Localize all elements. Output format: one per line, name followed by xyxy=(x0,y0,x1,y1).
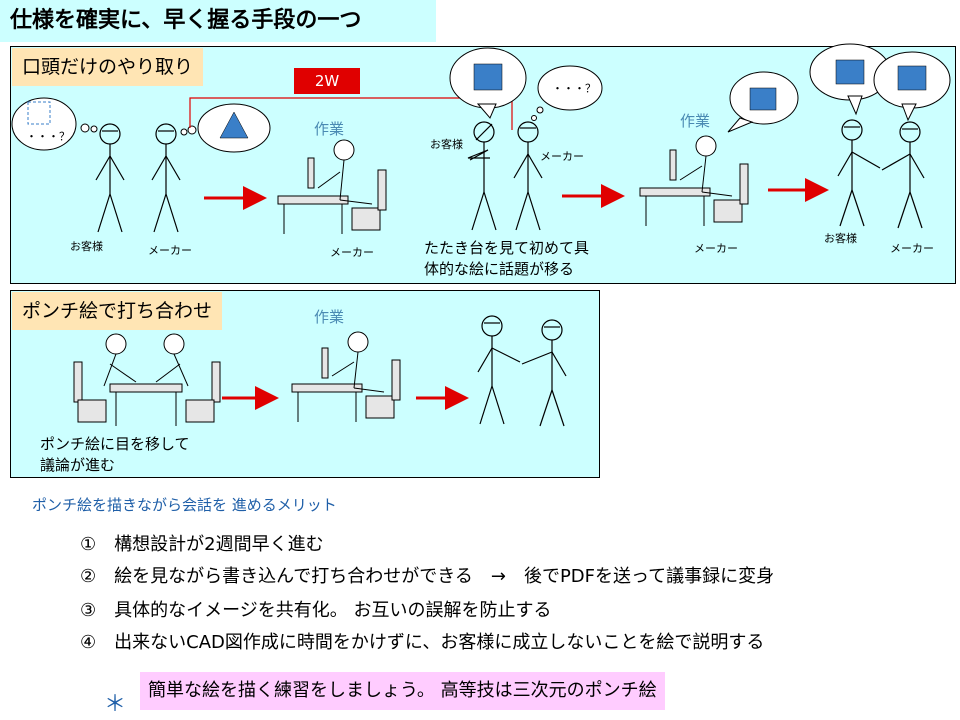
maker-label-4: メーカー xyxy=(694,242,738,255)
panel2-caption-line2: 議論が進む xyxy=(40,456,116,474)
speech-bubbles-agreement xyxy=(809,43,951,122)
work-label-2: 作業 xyxy=(680,112,711,130)
note-star: ＊ xyxy=(104,692,127,717)
duration-bracket xyxy=(189,97,513,130)
customer-label-1: お客様 xyxy=(70,240,103,253)
maker-figure-1 xyxy=(151,123,181,233)
dashed-square-icon xyxy=(27,101,51,125)
blue-square-icon-1 xyxy=(473,63,503,91)
speech-dots-1: ・・・？ xyxy=(26,130,70,143)
panel1-header: 口頭だけのやり取り xyxy=(12,48,204,86)
customer-label-2: お客様 xyxy=(430,138,463,151)
panel2-header: ポンチ絵で打ち合わせ xyxy=(12,292,223,330)
merit-item-3: ③ 具体的なイメージを共有化。 お互いの誤解を防止する xyxy=(80,600,552,621)
customer-figure-2 xyxy=(467,121,497,231)
practice-note: 簡単な絵を描く練習をしましょう。 高等技は三次元のポンチ絵 xyxy=(140,672,665,710)
speech-dots-2: ・・・？ xyxy=(552,82,596,95)
maker-label-3: メーカー xyxy=(540,150,584,163)
blue-square-icon-2 xyxy=(749,87,777,111)
duration-tag: 2W xyxy=(294,68,360,94)
triangle-icon xyxy=(219,111,249,139)
maker-label-2: メーカー xyxy=(330,246,374,259)
merit-item-1: ① 構想設計が2週間早く進む xyxy=(80,534,324,555)
page-title: 仕様を確実に、早く握る手段の一つ xyxy=(0,0,436,42)
handshake-figures-2 xyxy=(477,315,567,427)
maker-figure-2 xyxy=(513,121,543,231)
desk-work-scene-2 xyxy=(639,135,749,226)
maker-label-1: メーカー xyxy=(148,244,192,257)
panel1-caption-line1: たたき台を見て初めて具 xyxy=(424,239,590,257)
panel1-caption-line2: 体的な絵に話題が移る xyxy=(424,260,575,278)
blue-square-icon-3 xyxy=(835,59,865,85)
thought-cloud-maker-2 xyxy=(531,65,603,121)
merit-item-2: ② 絵を見ながら書き込んで打ち合わせができる → 後でPDFを送って議事録に変身 xyxy=(80,566,775,587)
desk-work-scene-3 xyxy=(291,331,401,422)
meeting-table-scene xyxy=(73,333,221,426)
work-label-1: 作業 xyxy=(314,120,345,138)
blue-square-icon-4 xyxy=(897,65,927,91)
merits-title: ポンチ絵を描きながら会話を 進めるメリット xyxy=(32,496,337,514)
work-label-3: 作業 xyxy=(314,308,345,326)
merit-item-4: ④ 出来ないCAD図作成に時間をかけずに、お客様に成立しないことを絵で説明する xyxy=(80,632,765,653)
customer-label-3: お客様 xyxy=(824,232,857,245)
customer-figure-1 xyxy=(95,123,125,233)
maker-label-5: メーカー xyxy=(890,242,934,255)
desk-work-scene-1 xyxy=(277,139,387,234)
panel2-caption-line1: ポンチ絵に目を移して xyxy=(40,435,190,453)
handshake-figures-1 xyxy=(837,119,925,229)
